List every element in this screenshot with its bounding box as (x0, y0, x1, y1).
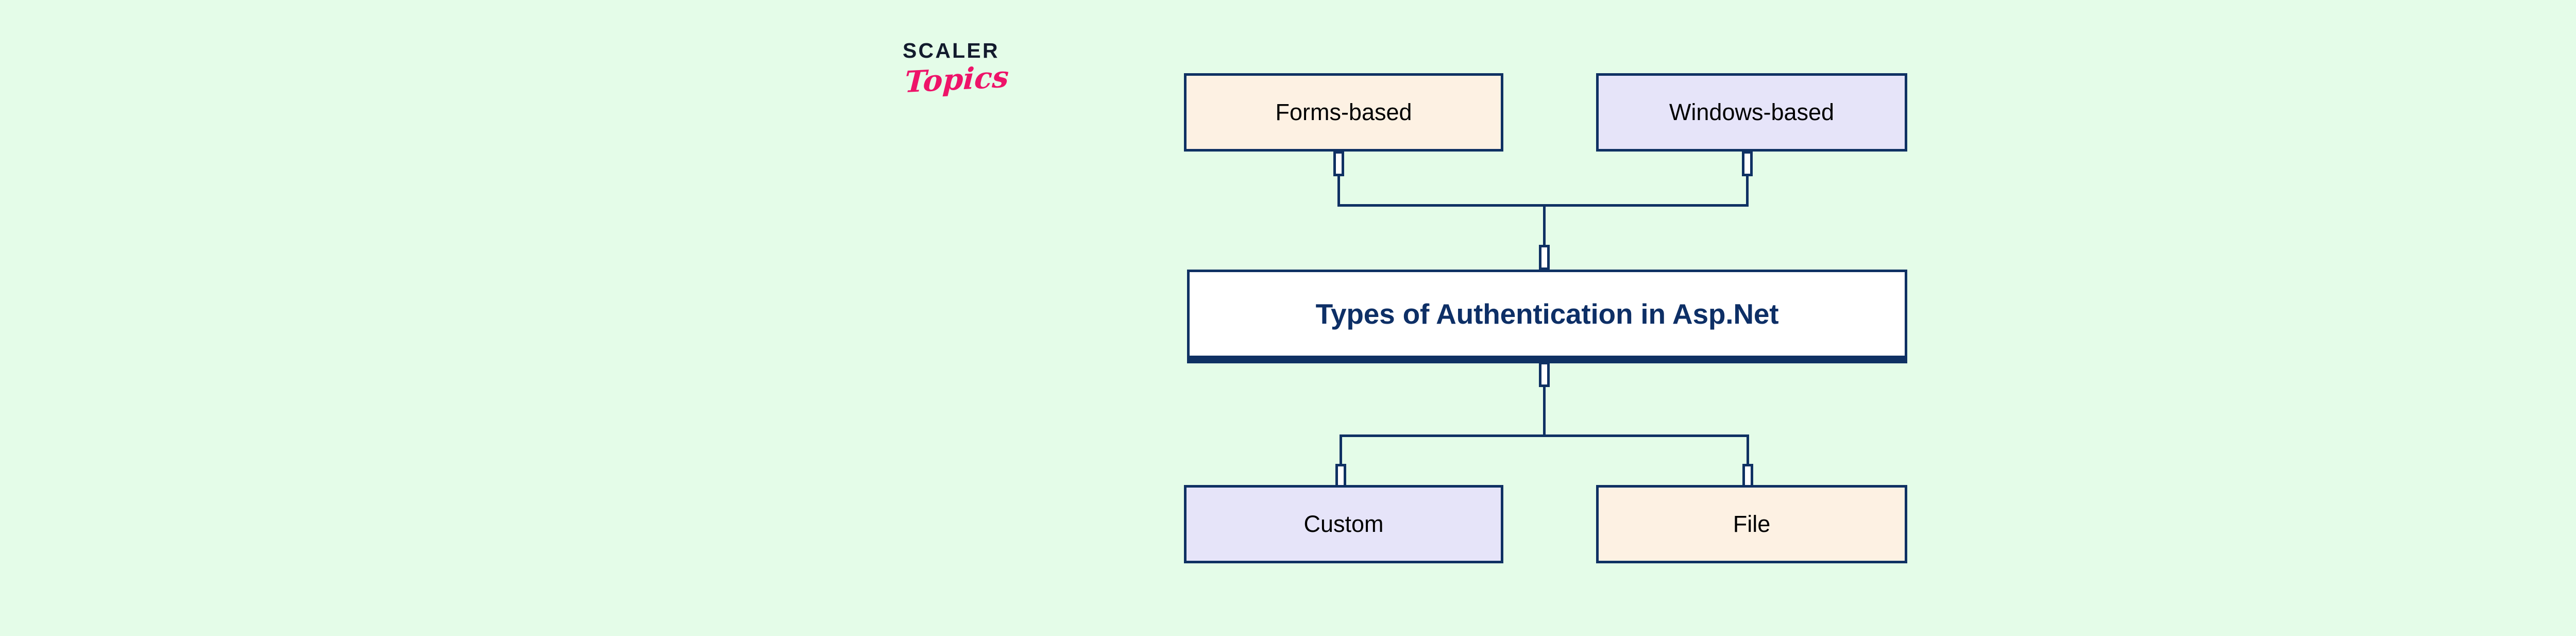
connector-vline-windows-based (1746, 176, 1749, 206)
connector-vline-file (1747, 434, 1749, 465)
node-custom-label: Custom (1303, 511, 1384, 538)
connector-stub-root-top (1539, 245, 1550, 270)
node-file-label: File (1733, 511, 1771, 538)
connector-vline-custom (1340, 434, 1342, 465)
connector-stub-forms-based (1333, 151, 1344, 176)
logo-wordmark-scaler: SCALER (903, 39, 999, 62)
connector-vline-from-root (1543, 387, 1546, 437)
connector-stub-root-bottom (1539, 362, 1550, 387)
connector-vline-forms-based (1337, 176, 1340, 206)
node-root-types-of-authentication[interactable]: Types of Authentication in Asp.Net (1187, 270, 1907, 363)
node-file[interactable]: File (1596, 485, 1907, 563)
node-custom[interactable]: Custom (1184, 485, 1503, 563)
node-forms-based[interactable]: Forms-based (1184, 73, 1503, 152)
connector-vline-to-root (1543, 204, 1546, 245)
connector-hline-children (1340, 434, 1749, 437)
node-forms-based-label: Forms-based (1275, 99, 1412, 126)
node-windows-based[interactable]: Windows-based (1596, 73, 1907, 152)
scaler-topics-logo: SCALER Topics (903, 40, 1057, 133)
node-windows-based-label: Windows-based (1669, 99, 1835, 126)
logo-wordmark-topics: Topics (904, 59, 1010, 100)
connector-stub-windows-based (1742, 151, 1753, 176)
node-root-label: Types of Authentication in Asp.Net (1315, 298, 1779, 330)
